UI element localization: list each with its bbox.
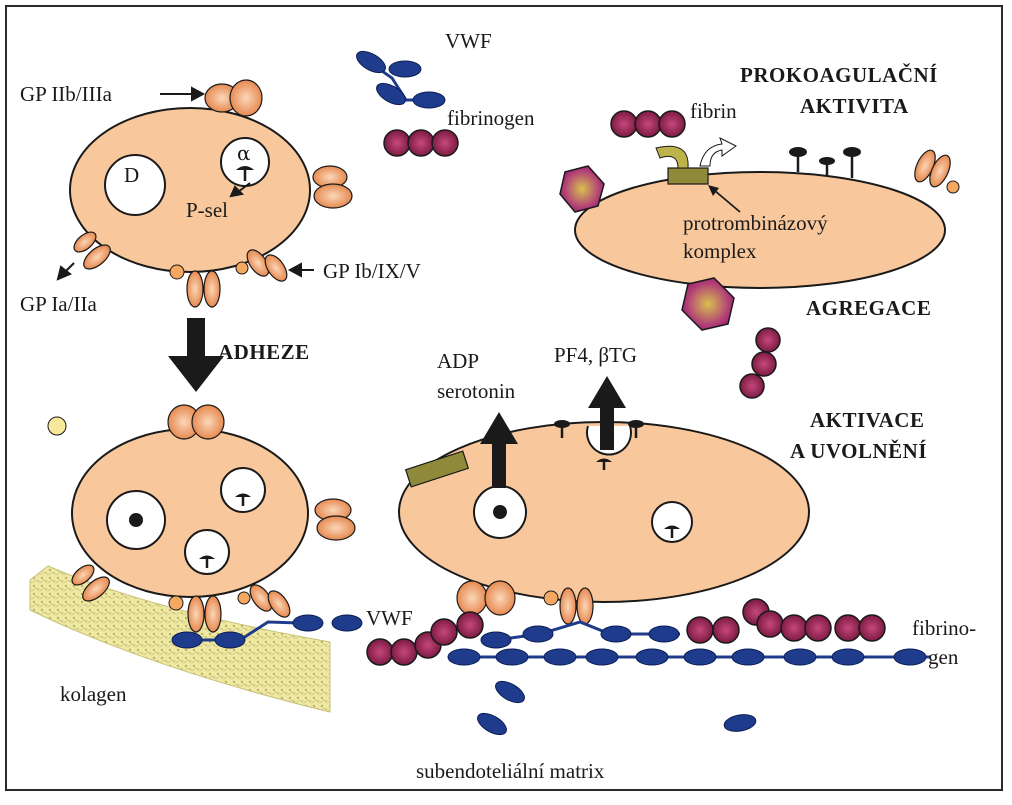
label-agregace: AGREGACE	[806, 296, 931, 320]
label-vwf-bottom: VWF	[366, 606, 413, 630]
gp-ia-iia-receptor	[73, 231, 111, 270]
gp-ib-ix-v-receptor	[169, 249, 288, 308]
label-p-sel: P-sel	[186, 198, 228, 222]
label-pf4-btg: PF4, βTG	[554, 343, 637, 367]
adheze-arrow	[168, 318, 224, 392]
label-prokoagulacni-1: PROKOAGULAČNÍ	[740, 63, 938, 87]
label-fibrinogen-top: fibrinogen	[447, 106, 535, 130]
label-gp-ib-ix-v: GP Ib/IX/V	[323, 259, 421, 283]
label-aktivace-2: A UVOLNĚNÍ	[790, 439, 927, 463]
adhering-platelet	[29, 404, 363, 713]
label-fibrinogen-bottom-1: fibrino-	[912, 616, 976, 640]
thrombin-molecule	[559, 165, 605, 213]
label-serotonin: serotonin	[437, 379, 516, 403]
thrombin-molecule	[681, 277, 735, 331]
matrix-fibrinogen	[366, 598, 886, 666]
label-protrombinazovy-1: protrombinázový	[683, 211, 828, 235]
label-gp-ia-iia: GP Ia/IIa	[20, 292, 97, 316]
label-adp: ADP	[437, 349, 479, 373]
conversion-arrow	[655, 145, 689, 169]
label-gp-iib-iiia: GP IIb/IIIa	[20, 82, 113, 106]
label-alpha-granule: α	[237, 141, 251, 165]
label-pointers	[56, 86, 314, 281]
prothrombinase-complex	[667, 167, 709, 185]
conversion-arrow-out	[699, 137, 737, 167]
free-granule	[47, 416, 67, 436]
activated-platelet	[398, 376, 810, 625]
label-adheze: ADHEZE	[218, 340, 310, 364]
procoagulant-platelet	[559, 137, 960, 289]
matrix-vwf	[447, 620, 930, 736]
vwf-molecule-top	[356, 50, 446, 109]
fibrinogen-molecule-top	[383, 129, 459, 157]
gp-iib-iiia-receptor-side	[312, 165, 353, 209]
label-vwf-top: VWF	[445, 29, 492, 53]
label-prokoagulacni-2: AKTIVITA	[800, 94, 909, 118]
fibrin-molecule	[610, 110, 686, 138]
label-fibrinogen-bottom-2: gen	[928, 645, 959, 669]
label-fibrin: fibrin	[690, 99, 737, 123]
dense-granule	[104, 154, 166, 216]
label-dense-granule: D	[124, 163, 139, 187]
platelet-body	[574, 171, 946, 289]
label-kolagen: kolagen	[60, 682, 127, 706]
resting-platelet	[69, 107, 311, 273]
label-aktivace-1: AKTIVACE	[810, 408, 924, 432]
aggregation-fibrinogen	[739, 327, 781, 399]
gp-iib-iiia-receptor	[204, 79, 263, 117]
label-protrombinazovy-2: komplex	[683, 239, 757, 263]
label-subendotelialni-matrix: subendoteliální matrix	[416, 759, 605, 783]
